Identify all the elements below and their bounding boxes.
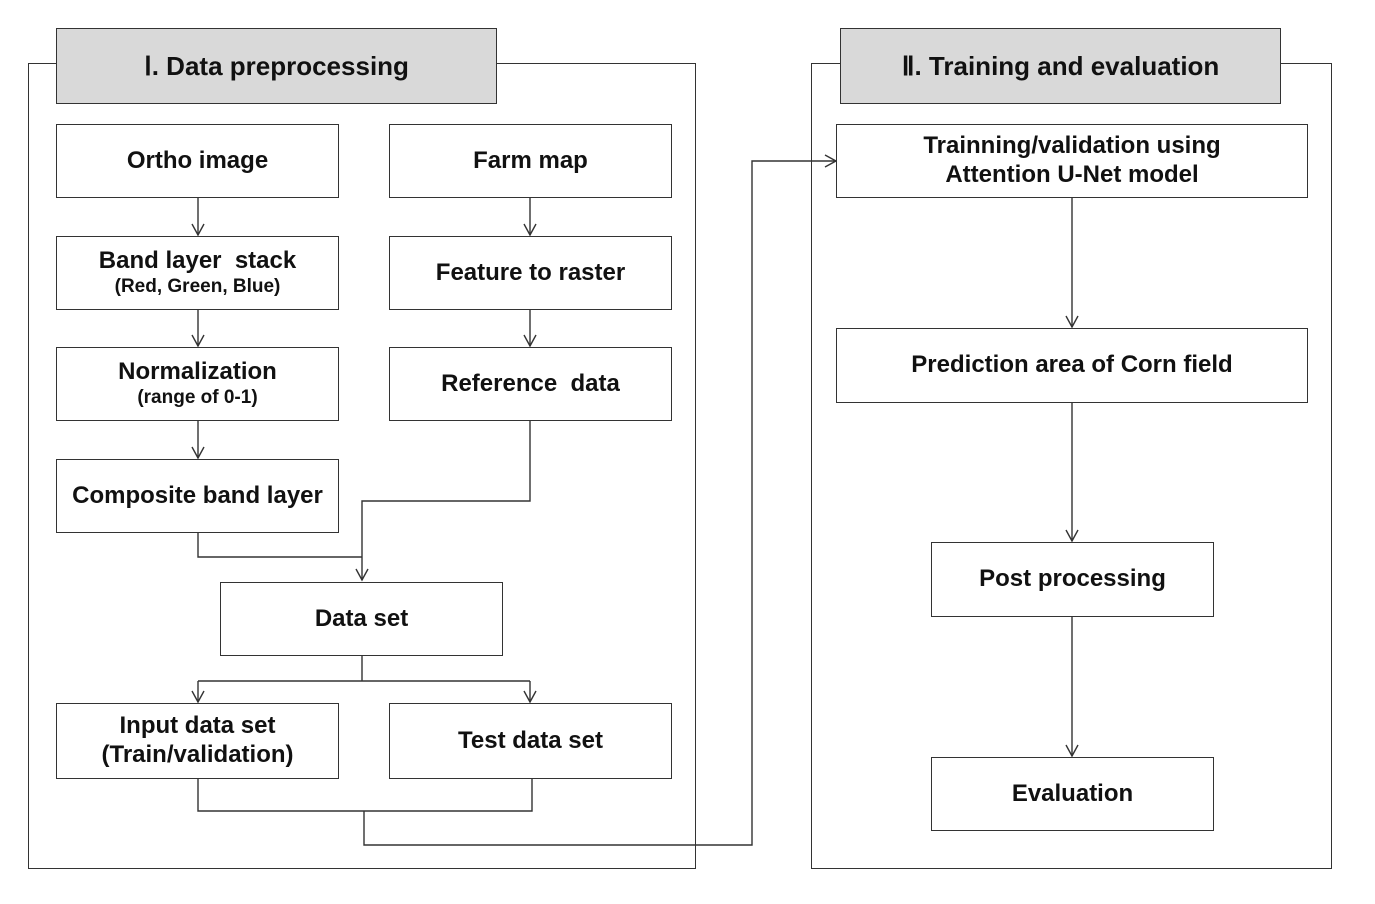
- node-input-data-set-label: Input data set: [119, 712, 276, 740]
- node-feature-to-raster-label: Feature to raster: [435, 258, 626, 286]
- panel-title-data-preprocessing: Ⅰ. Data preprocessing: [56, 28, 497, 104]
- node-prediction-area-label: Prediction area of Corn field: [911, 351, 1233, 379]
- node-training-model-line2: Attention U-Net model: [945, 161, 1199, 188]
- node-data-set: Data set: [220, 582, 503, 656]
- node-normalization-label: Normalization: [118, 358, 277, 386]
- node-farm-map-label: Farm map: [473, 146, 588, 174]
- node-reference-data-label: Reference data: [441, 369, 620, 397]
- node-prediction-area: Prediction area of Corn field: [836, 328, 1308, 403]
- node-composite-band-layer-label: Composite band layer: [72, 481, 323, 509]
- node-input-data-set-line2: (Train/validation): [101, 741, 294, 768]
- line-composite-to-dataset: [197, 533, 362, 558]
- node-post-processing: Post processing: [931, 542, 1214, 617]
- node-farm-map: Farm map: [389, 124, 672, 198]
- node-band-layer-stack-sub: (Red, Green, Blue): [114, 276, 281, 297]
- node-band-layer-stack: Band layer stack (Red, Green, Blue): [56, 236, 339, 310]
- arrow-reference-to-dataset: [355, 421, 531, 582]
- node-ortho-image-label: Ortho image: [126, 146, 269, 174]
- panel-title-training-evaluation: Ⅱ. Training and evaluation: [840, 28, 1281, 104]
- node-composite-band-layer: Composite band layer: [56, 459, 339, 533]
- node-data-set-label: Data set: [314, 604, 409, 632]
- node-ortho-image: Ortho image: [56, 124, 339, 198]
- node-normalization: Normalization (range of 0-1): [56, 347, 339, 421]
- node-test-data-set: Test data set: [389, 703, 672, 779]
- node-reference-data: Reference data: [389, 347, 672, 421]
- arrow-to-training: [363, 154, 838, 846]
- node-normalization-sub: (range of 0-1): [137, 387, 258, 408]
- node-test-data-set-label: Test data set: [458, 726, 603, 754]
- node-input-data-set: Input data set (Train/validation): [56, 703, 339, 779]
- node-evaluation: Evaluation: [931, 757, 1214, 831]
- node-feature-to-raster: Feature to raster: [389, 236, 672, 310]
- line-input-join: [197, 779, 533, 812]
- node-post-processing-label: Post processing: [979, 565, 1166, 593]
- node-evaluation-label: Evaluation: [1011, 779, 1134, 807]
- node-training-model: Trainning/validation using Attention U-N…: [836, 124, 1308, 198]
- node-band-layer-stack-label: Band layer stack: [98, 247, 297, 275]
- node-training-model-label: Trainning/validation using: [923, 132, 1221, 160]
